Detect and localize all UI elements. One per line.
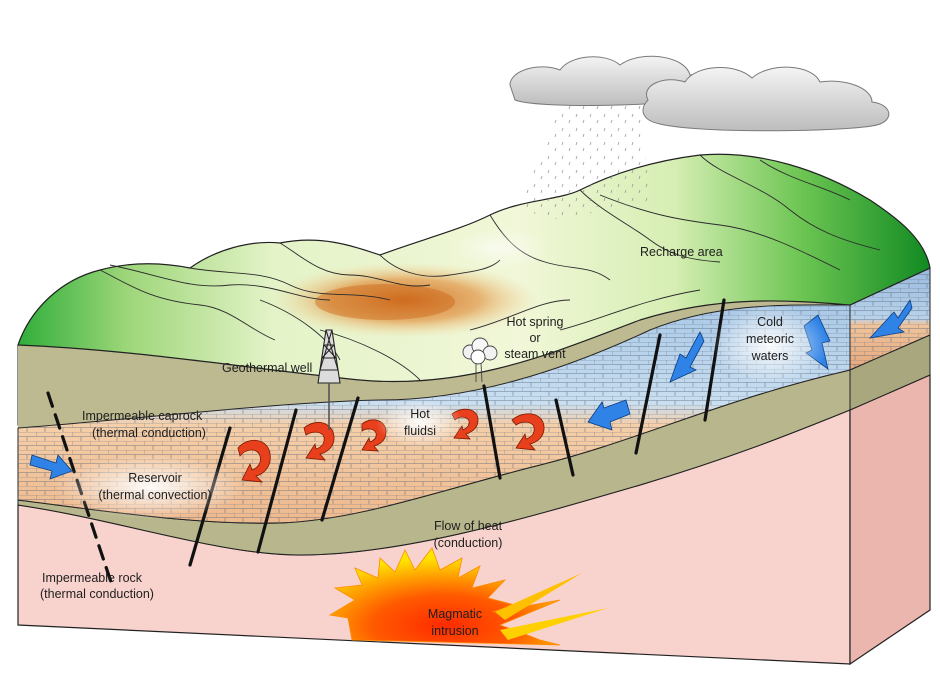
magma-spike-2 [500, 608, 608, 640]
cold-arrow-left [29, 454, 73, 480]
hill-contours [99, 154, 881, 381]
cloud-front [642, 66, 890, 132]
hot-alteration-zone [270, 262, 540, 338]
magma-spike [495, 573, 582, 620]
hot-alteration-core [315, 284, 455, 320]
label-hot-fluids-1: Hot [410, 407, 430, 421]
label-heat-flow-2: (conduction) [434, 536, 503, 550]
label-heat-flow-1: Flow of heat [434, 519, 503, 533]
caprock-front [18, 299, 850, 428]
label-hot-fluids-2: fluidsi [404, 424, 436, 438]
side-sediment [849, 334, 931, 411]
hot-arrow-5 [511, 413, 545, 451]
cold-arrow-right [868, 299, 913, 339]
label-magmatic-2: intrusion [431, 624, 478, 638]
label-reservoir-2: (thermal convection) [98, 488, 211, 502]
hot-arrow-2 [303, 422, 335, 461]
label-glows [55, 228, 828, 519]
cold-arrow-mid [587, 399, 631, 431]
cold-arrow-down-1 [669, 331, 705, 383]
magmatic-intrusion [328, 547, 561, 646]
label-reservoir-1: Reservoir [128, 471, 182, 485]
label-cold-waters-3: waters [751, 349, 789, 363]
label-cold-waters-1: Cold [757, 315, 783, 329]
steam-vent-icon [462, 337, 498, 383]
rain [520, 95, 650, 220]
label-impermeable-rock-2: (thermal conduction) [40, 587, 154, 601]
label-caprock-1: Impermeable caprock [82, 409, 203, 423]
label-recharge-area: Recharge area [640, 245, 723, 259]
label-impermeable-rock-1: Impermeable rock [42, 571, 143, 585]
basement-side [849, 374, 931, 666]
label-hot-spring-1: Hot spring [507, 315, 564, 329]
label-geothermal-well: Geothermal well [222, 361, 312, 375]
geothermal-well-icon [317, 329, 341, 430]
label-magmatic-1: Magmatic [428, 607, 482, 621]
label-hot-spring-2: or [529, 331, 540, 345]
label-caprock-2: (thermal conduction) [92, 426, 206, 440]
label-cold-waters-2: meteoric [746, 332, 794, 346]
hot-arrow-1 [237, 440, 271, 483]
label-hot-spring-3: steam vent [504, 347, 566, 361]
